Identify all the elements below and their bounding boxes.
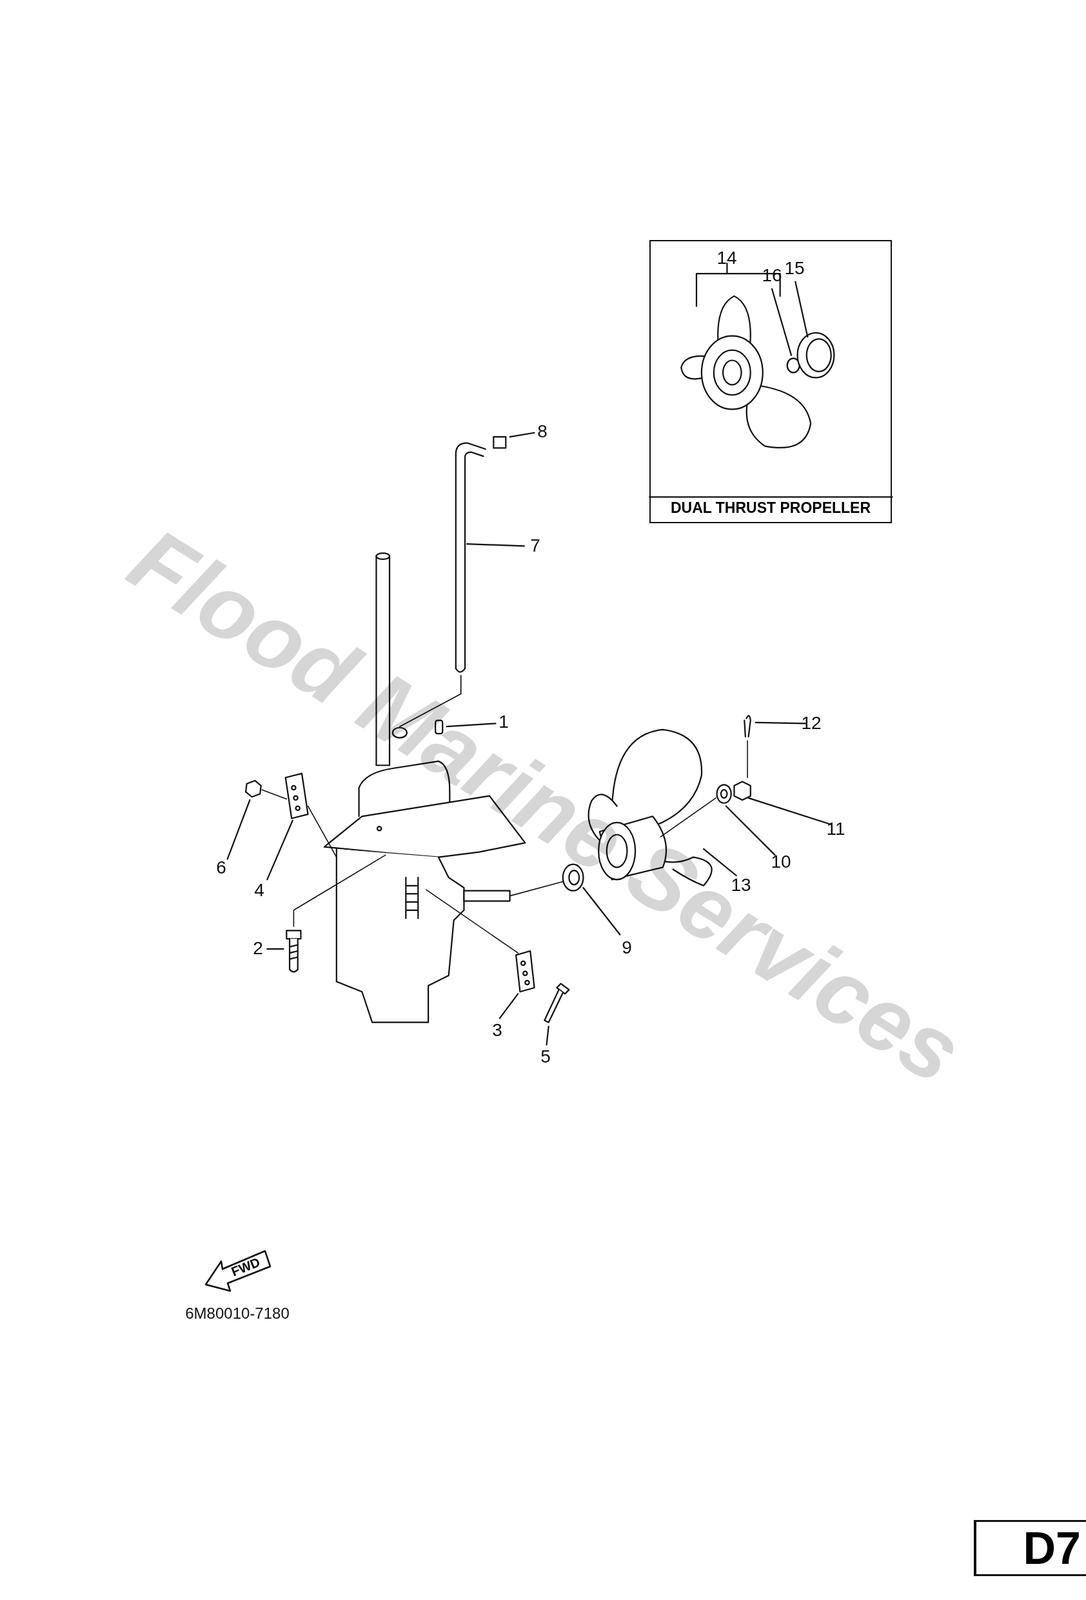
drawing-stroke <box>289 938 298 972</box>
drawing-stroke <box>405 877 418 918</box>
drawing-stroke <box>771 288 792 356</box>
drawing-stroke <box>296 805 300 810</box>
anode-lower <box>426 889 569 1045</box>
drawing-stroke <box>524 980 529 985</box>
drawing-stroke <box>523 971 527 976</box>
callout-number: 7 <box>530 536 541 555</box>
drawing-stroke <box>544 989 563 1023</box>
drawing-stroke <box>748 797 832 825</box>
drawing-stroke <box>464 452 484 669</box>
drawing-stroke <box>755 722 806 724</box>
callout-number: 10 <box>770 852 791 871</box>
drawing-stroke <box>746 740 749 778</box>
drawing-stroke <box>266 947 284 950</box>
forward-arrow: FWD <box>203 1241 275 1294</box>
drawing-stroke <box>375 552 390 559</box>
drawing-stroke <box>266 820 293 880</box>
drawing-stroke <box>720 789 727 798</box>
drawing-stroke <box>713 350 751 396</box>
drawing-stroke <box>289 944 298 959</box>
drawing-stroke <box>546 1026 549 1045</box>
inset-propeller <box>649 263 892 497</box>
drawing-stroke <box>463 890 510 901</box>
drawing-stroke <box>285 773 309 819</box>
drawing-stroke <box>245 780 262 797</box>
callout-number: 11 <box>826 819 845 838</box>
callout-number: 9 <box>621 938 632 957</box>
drawing-stroke <box>293 854 386 927</box>
drawing-stroke <box>286 929 301 939</box>
drawing-stroke <box>521 960 525 965</box>
drawing-stroke <box>744 715 751 737</box>
drawing-stroke <box>377 826 382 830</box>
drawing-stroke <box>466 543 525 546</box>
drawing-stroke <box>455 668 465 672</box>
drawing-code: 6M80010-7180 <box>185 1305 289 1321</box>
drawing-stroke <box>515 950 534 992</box>
drawing-stroke <box>701 335 763 410</box>
callout-number: 5 <box>540 1047 551 1066</box>
page-code-box: D7 <box>973 1519 1086 1576</box>
arrow-shape <box>205 1250 271 1291</box>
drawing-stroke <box>795 281 808 337</box>
drawing-stroke <box>426 889 518 953</box>
anode-upper <box>227 773 337 879</box>
drawing-stroke <box>308 805 337 857</box>
callout-number: 8 <box>537 422 548 441</box>
drawing-stroke <box>227 799 251 859</box>
drawing-stroke <box>722 359 741 385</box>
drawing-stroke <box>717 784 732 803</box>
watermark: Flood Marine Services <box>115 513 976 1098</box>
drawing-stroke <box>726 805 776 855</box>
drawing-stroke <box>499 993 518 1018</box>
drawing-stroke <box>493 436 506 448</box>
drawing-stroke <box>806 338 832 372</box>
callout-number: 15 <box>784 259 805 278</box>
callout-number: 6 <box>216 858 227 877</box>
drawing-stroke <box>510 432 535 437</box>
node-text: DUAL THRUST PROPELLER <box>670 499 871 517</box>
bolt <box>266 854 386 972</box>
drawing-stroke <box>733 781 751 800</box>
drawing-stroke <box>261 789 287 799</box>
drawing-stroke <box>455 443 486 669</box>
inset-frame: DUAL THRUST PROPELLER <box>649 239 892 524</box>
callout-number: 12 <box>800 713 821 732</box>
callout-number: 14 <box>716 248 737 267</box>
drawing-stroke <box>649 495 892 498</box>
node-text: D7 <box>1023 1525 1081 1571</box>
callout-number: 4 <box>254 880 265 899</box>
drawing-stroke <box>797 332 835 378</box>
drawing-stroke <box>510 880 563 896</box>
callout-number: 3 <box>492 1020 503 1039</box>
drawing-stroke <box>291 785 296 790</box>
drawing-stroke <box>336 848 465 1023</box>
callout-number: 2 <box>252 938 264 958</box>
callout-number: 16 <box>761 266 782 285</box>
drawing-stroke <box>293 795 298 800</box>
